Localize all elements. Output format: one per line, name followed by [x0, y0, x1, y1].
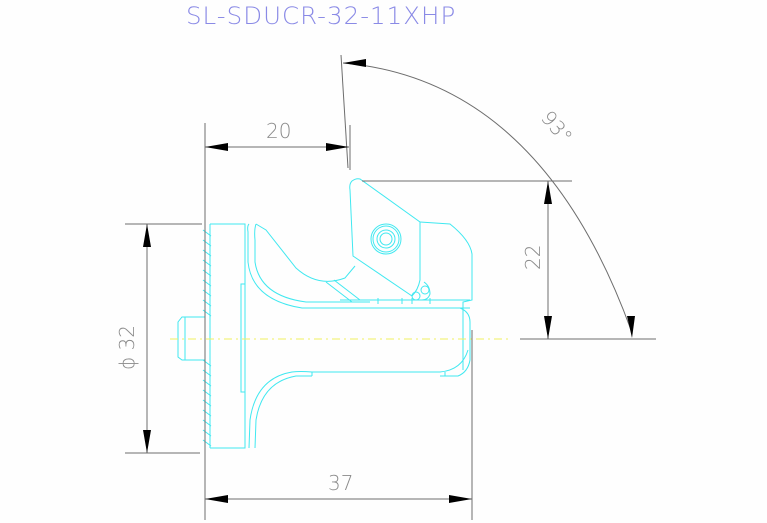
dimension-20: 20 [205, 119, 349, 151]
dim-22-label: 22 [521, 245, 545, 270]
torx-screw-icon [379, 232, 393, 246]
dim-20-label: 20 [266, 119, 291, 143]
flange-serration [202, 229, 212, 447]
dim-93-label: 93° [536, 106, 577, 149]
dim-37-label: 37 [328, 471, 353, 495]
cutting-insert [349, 178, 431, 301]
insert-clamp-screw-outer [370, 223, 402, 255]
drawing-title: SL-SDUCR-32-11XHP [186, 2, 457, 30]
dimension-37: 37 [205, 471, 472, 503]
tool-holder-outline [177, 221, 473, 449]
dim-diameter-label: ϕ 32 [115, 325, 139, 370]
dimension-22: 22 [521, 181, 552, 339]
extension-lines [125, 54, 656, 520]
dimension-diameter-32: ϕ 32 [115, 224, 151, 453]
